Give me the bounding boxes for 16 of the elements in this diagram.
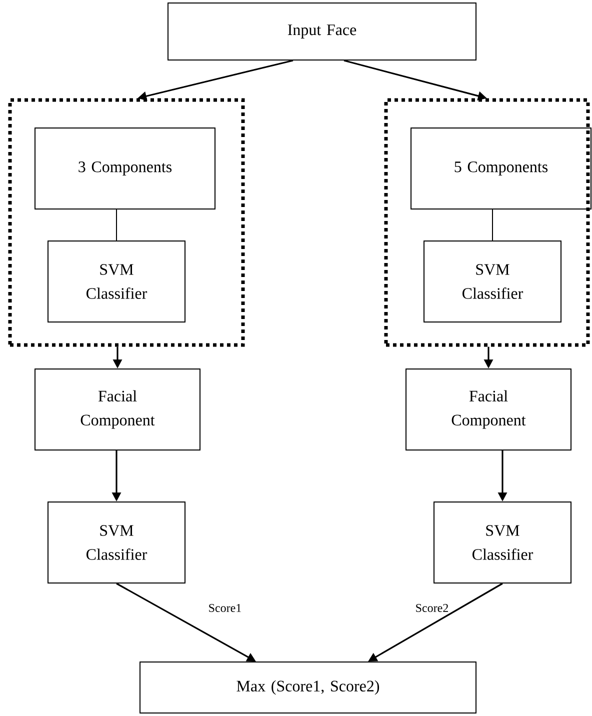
- process-box: 5 Components: [410, 128, 592, 210]
- process-box: Facial Component: [406, 368, 572, 450]
- process-box: Input Face: [168, 2, 476, 60]
- process-box: 3 Components: [34, 128, 216, 210]
- edge-label: Score1: [207, 602, 243, 614]
- edge-label: Score2: [414, 602, 450, 614]
- process-box: SVM Classifier: [434, 502, 572, 584]
- dotted-group-frame: [8, 98, 245, 347]
- process-box: Max (Score1, Score2): [140, 662, 476, 714]
- process-box: Facial Component: [34, 368, 200, 450]
- process-box: SVM Classifier: [424, 240, 562, 322]
- connector-line: [116, 209, 117, 241]
- process-box: SVM Classifier: [48, 240, 186, 322]
- connector-line: [492, 209, 493, 241]
- dotted-group-frame: [384, 98, 590, 347]
- process-box: SVM Classifier: [48, 502, 186, 584]
